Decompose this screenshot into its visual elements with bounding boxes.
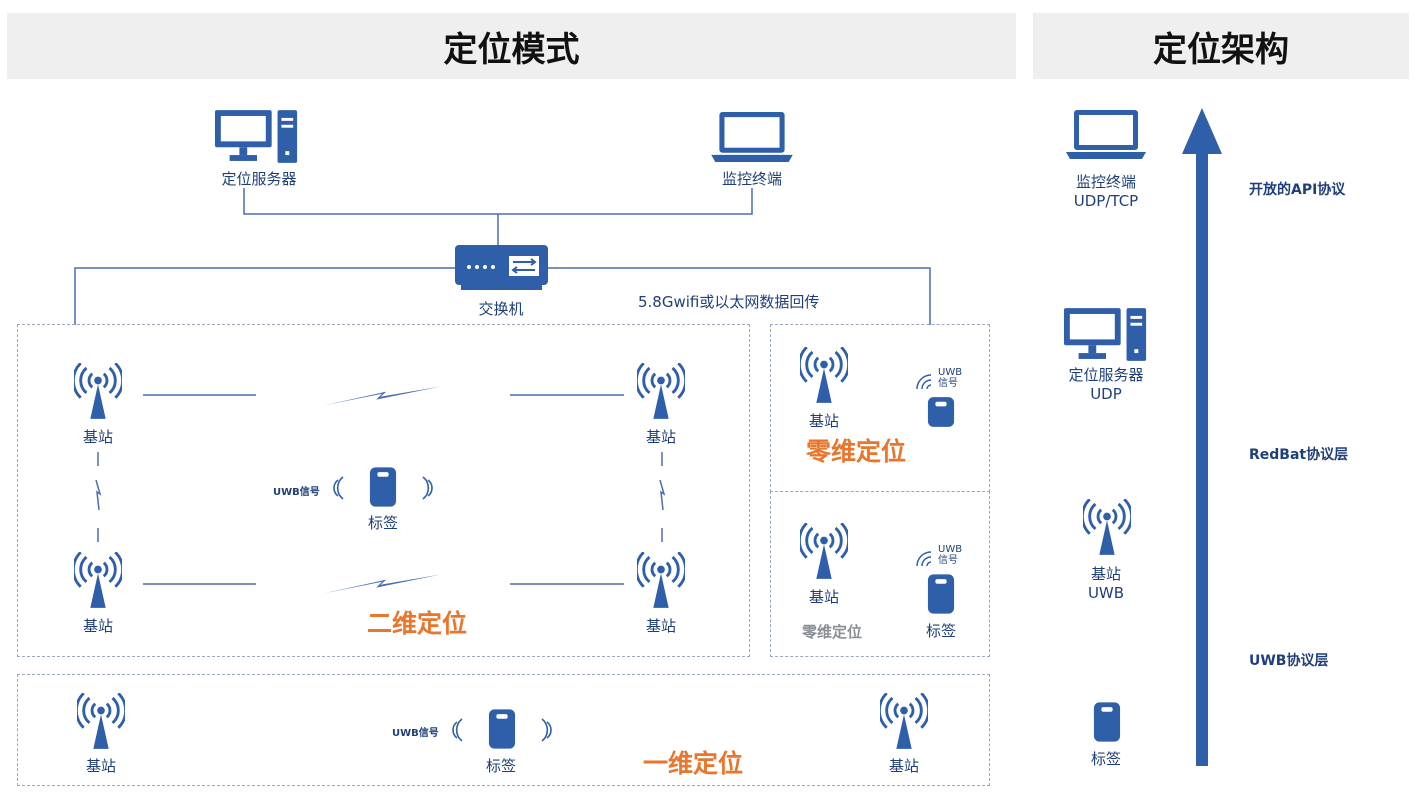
backhaul-text: 5.8Gwifi或以太网数据回传 xyxy=(638,293,820,311)
uwb-signal-line2: 信号 xyxy=(938,378,958,389)
antenna-base-station-icon xyxy=(74,363,122,421)
arch-header: 定位架构 xyxy=(1033,13,1409,79)
zero-d-mode-label-gray: 零维定位 xyxy=(802,623,863,641)
uwb-tag-icon xyxy=(1093,701,1121,743)
zero-d-mode-label: 零维定位 xyxy=(806,437,907,466)
arch-tag-label: 标签 xyxy=(1090,750,1121,768)
antenna-base-station-icon xyxy=(77,693,125,751)
uwb-tag-icon xyxy=(369,466,397,508)
wave-signal-icon xyxy=(916,374,932,390)
two-d-links xyxy=(95,394,666,585)
arch-station-label: 基站 UWB xyxy=(1046,565,1166,603)
switch-label: 交换机 xyxy=(478,300,524,318)
uwb-signal-label: UWB信号 xyxy=(273,487,320,498)
laptop-icon xyxy=(1066,108,1146,160)
arch-title: 定位架构 xyxy=(1153,29,1289,70)
one-d-box xyxy=(17,674,990,786)
network-switch-icon xyxy=(455,245,548,290)
tag-label: 标签 xyxy=(925,622,956,640)
antenna-base-station-icon xyxy=(880,693,928,751)
arch-monitor-label: 监控终端 UDP/TCP xyxy=(1046,173,1166,211)
tag-label: 标签 xyxy=(367,514,398,532)
station-label: 基站 xyxy=(82,617,113,635)
tag-label: 标签 xyxy=(485,757,516,775)
uwb-signal-label: UWB信号 xyxy=(392,728,439,739)
antenna-base-station-icon xyxy=(800,347,848,405)
monitor-label: 监控终端 xyxy=(721,170,782,188)
two-d-box xyxy=(17,324,750,657)
wave-signal-icon xyxy=(916,551,932,567)
layer-redbat: RedBat协议层 xyxy=(1249,447,1349,463)
antenna-base-station-icon xyxy=(637,552,685,610)
uwb-signal-label: UWB 信号 xyxy=(938,367,962,389)
uwb-tag-icon xyxy=(927,573,955,615)
uwb-signal-label: UWB 信号 xyxy=(938,544,962,566)
antenna-base-station-icon xyxy=(1083,499,1131,557)
network-lines xyxy=(74,188,931,325)
arch-monitor-line1: 监控终端 xyxy=(1075,173,1136,191)
two-d-mode-label: 二维定位 xyxy=(367,609,468,638)
arch-server-line2: UDP xyxy=(1090,385,1122,403)
station-label: 基站 xyxy=(645,617,676,635)
station-label: 基站 xyxy=(888,757,919,775)
wave-signal-icon xyxy=(420,476,434,500)
wave-signal-icon xyxy=(451,718,465,742)
one-d-mode-label: 一维定位 xyxy=(643,749,744,778)
uwb-signal-line1: UWB xyxy=(938,367,963,378)
layer-uwb: UWB协议层 xyxy=(1249,653,1329,669)
station-label: 基站 xyxy=(808,412,839,430)
layer-api: 开放的API协议 xyxy=(1249,182,1346,198)
station-label: 基站 xyxy=(808,588,839,606)
uwb-tag-icon xyxy=(488,708,516,750)
lightning-signal-icon xyxy=(303,573,461,595)
arch-station-line2: UWB xyxy=(1087,584,1125,602)
station-label: 基站 xyxy=(85,757,116,775)
station-label: 基站 xyxy=(82,428,113,446)
desktop-computer-icon xyxy=(1062,306,1150,363)
uwb-tag-icon xyxy=(927,397,955,427)
antenna-base-station-icon xyxy=(637,363,685,421)
wave-signal-icon xyxy=(539,718,553,742)
antenna-base-station-icon xyxy=(800,523,848,581)
uwb-signal-line2: 信号 xyxy=(938,555,958,566)
arch-server-label: 定位服务器 UDP xyxy=(1046,366,1166,404)
lightning-signal-icon xyxy=(303,385,461,407)
uwb-signal-line1: UWB xyxy=(938,544,963,555)
arch-server-line1: 定位服务器 xyxy=(1068,366,1144,384)
zero-d-box-bottom xyxy=(770,491,990,657)
arch-monitor-line2: UDP/TCP xyxy=(1073,192,1139,210)
up-arrow-icon xyxy=(1182,108,1222,766)
mode-header: 定位模式 xyxy=(7,13,1016,79)
wave-signal-icon xyxy=(332,476,346,500)
server-label: 定位服务器 xyxy=(221,170,297,188)
arch-station-line1: 基站 xyxy=(1090,565,1121,583)
mode-title: 定位模式 xyxy=(443,29,580,70)
station-label: 基站 xyxy=(645,428,676,446)
antenna-base-station-icon xyxy=(74,552,122,610)
